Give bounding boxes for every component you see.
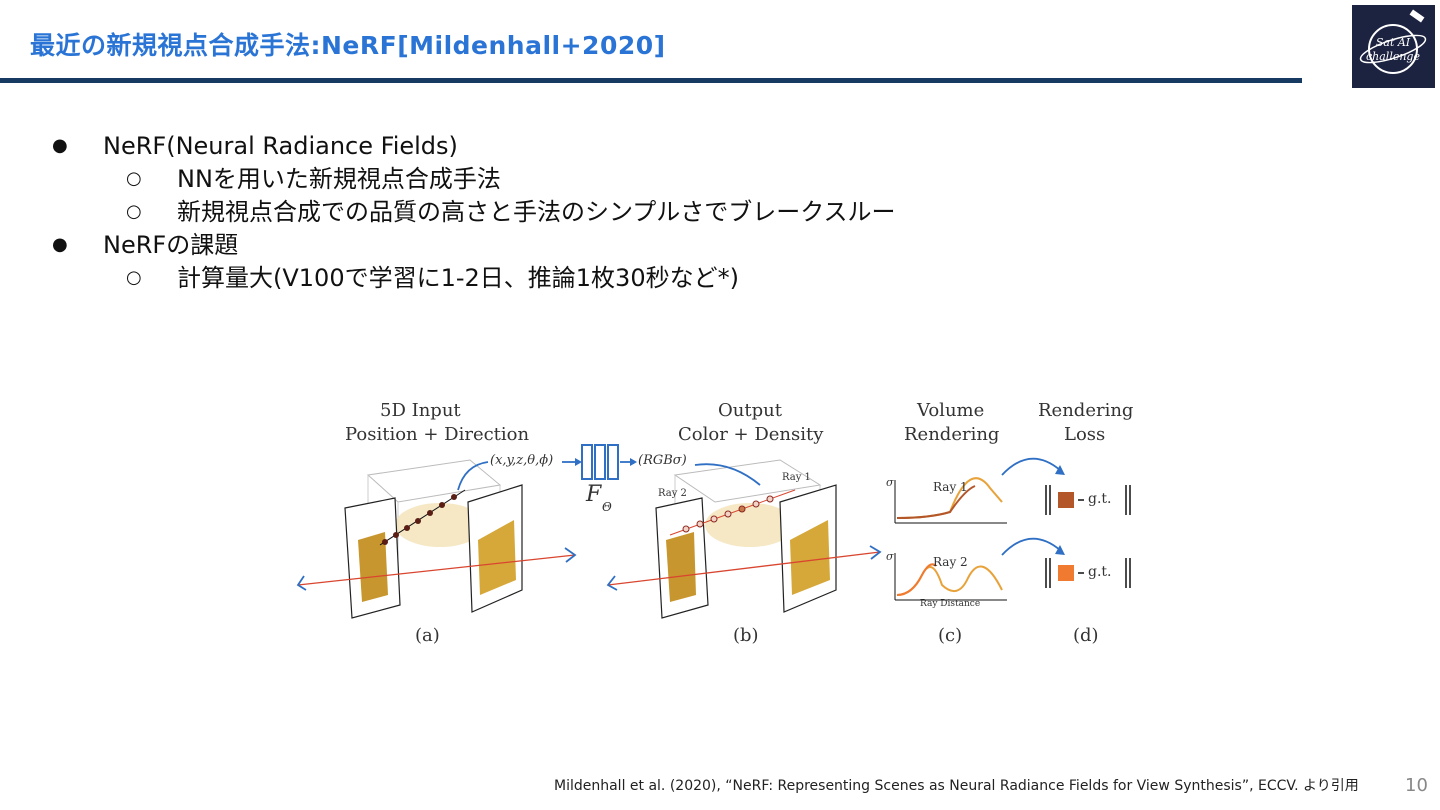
ray2-label-b: Ray 2 [658,488,687,499]
title-underline [0,78,1302,83]
panel-b-title-line1: Output [718,400,782,421]
sigma-label-2: σ [886,550,894,563]
bullet-text: NeRF(Neural Radiance Fields) [103,132,458,160]
output-tuple-label: (RGBσ) [638,453,687,468]
ray1-label-b: Ray 1 [782,472,811,483]
panel-d-title-line2: Loss [1064,424,1106,445]
figure-citation: Mildenhall et al. (2020), “NeRF: Represe… [554,778,1359,794]
panel-d-title-line1: Rendering [1038,400,1134,421]
sub-bullet-text: 新規視点合成での品質の高さと手法のシンプルさでブレークスルー [177,198,896,226]
logo-graphic: Sat AI challenge [1359,9,1427,74]
panel-c-caption: (c) [938,625,963,646]
ray-distance-label: Ray Distance [920,599,981,609]
network-block [562,444,637,480]
input-tuple-label: (x,y,z,θ,ϕ) [490,453,554,468]
ray2-label-c: Ray 2 [933,555,968,569]
sub-bullet-marker: ○ [126,267,142,288]
panel-b-caption: (b) [733,625,759,646]
panel-a-caption: (a) [415,625,440,646]
satai-challenge-logo: Sat AI challenge [1352,5,1435,88]
svg-text:challenge: challenge [1366,50,1420,63]
panel-a-title-line2: Position + Direction [345,424,530,445]
bullet-marker: ● [52,234,68,255]
slide-title: 最近の新規視点合成手法:NeRF[Mildenhall+2020] [30,31,666,60]
panel-c-title-line1: Volume [917,400,985,421]
gt-label-1: g.t. [1088,491,1112,507]
panel-a-title-line1: 5D Input [380,400,461,421]
sub-bullet-marker: ○ [126,201,142,222]
figure-graphics [296,444,1131,619]
nerf-pipeline-figure: 5D Input Position + Direction Output Col… [290,390,1150,660]
page-number: 10 [1405,775,1428,796]
panel-d-caption: (d) [1073,625,1099,646]
ray1-label-c: Ray 1 [933,480,968,494]
network-f-label: F [586,482,602,507]
sigma-label-1: σ [886,476,894,489]
panel-c-plots [894,457,1065,601]
bullet-marker: ● [52,135,68,156]
sub-bullet-text: 計算量大(V100で学習に1-2日、推論1枚30秒など*) [177,264,739,292]
bullet-text: NeRFの課題 [103,231,239,259]
sub-bullet-marker: ○ [126,168,142,189]
panel-a-scene [296,459,577,619]
gt-label-2: g.t. [1088,564,1112,580]
panel-b-title-line2: Color + Density [678,424,824,445]
svg-text:Sat AI: Sat AI [1376,36,1411,49]
panel-c-title-line2: Rendering [904,424,1000,445]
sub-bullet-text: NNを用いた新規視点合成手法 [177,165,501,193]
panel-b-scene [606,459,882,619]
panel-d-loss [1045,485,1131,588]
network-theta-label: Θ [602,500,612,514]
